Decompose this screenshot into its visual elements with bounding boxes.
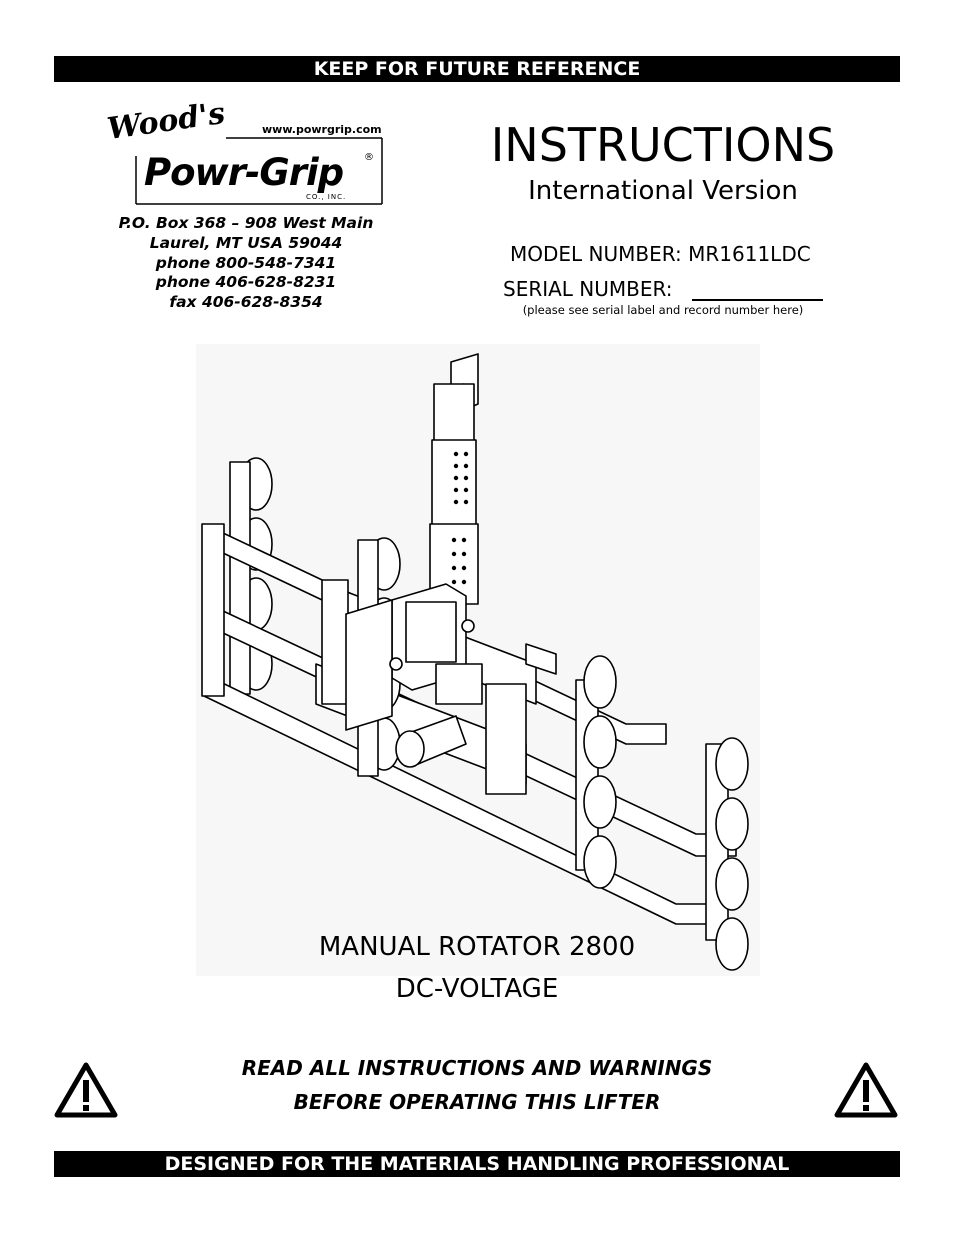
logo-company-suffix: CO., INC.	[306, 193, 347, 201]
product-name: MANUAL ROTATOR 2800	[318, 932, 636, 962]
lifter-illustration	[196, 344, 760, 976]
top-banner: KEEP FOR FUTURE REFERENCE	[54, 56, 900, 82]
fax-line: fax 406-628-8354	[169, 293, 323, 312]
bottom-banner: DESIGNED FOR THE MATERIALS HANDLING PROF…	[54, 1151, 900, 1177]
model-number: MODEL NUMBER: MR1611LDC	[510, 242, 811, 266]
serial-number-label: SERIAL NUMBER:	[503, 277, 673, 301]
document-subtitle: International Version	[528, 176, 798, 206]
phone-line: phone 406-628-8231	[155, 273, 337, 292]
phone-line: phone 800-548-7341	[155, 253, 337, 272]
lifter-mast	[429, 353, 479, 605]
warning-text-line1: READ ALL INSTRUCTIONS AND WARNINGS	[241, 1056, 713, 1080]
document-title: INSTRUCTIONS	[490, 118, 836, 172]
company-address: P.O. Box 368 – 908 West Main Laurel, MT …	[100, 214, 392, 313]
serial-note: (please see serial label and record numb…	[522, 303, 804, 317]
logo-url: www.powrgrip.com	[262, 123, 382, 136]
address-line: P.O. Box 368 – 908 West Main	[118, 214, 374, 232]
logo-brand-name: Powr-Grip	[144, 151, 344, 194]
product-voltage: DC-VOLTAGE	[395, 974, 559, 1004]
control-housing	[345, 583, 483, 731]
registered-mark: ®	[364, 152, 374, 163]
vacuum-pad-row-front	[583, 655, 749, 971]
warning-triangle-icon	[54, 1062, 118, 1118]
serial-number-field[interactable]	[692, 299, 823, 301]
powr-grip-logo	[106, 108, 384, 206]
rotator-motor	[395, 715, 467, 768]
address-line: Laurel, MT USA 59044	[149, 233, 343, 252]
warning-text-line2: BEFORE OPERATING THIS LIFTER	[293, 1090, 661, 1114]
warning-triangle-icon	[834, 1062, 898, 1118]
